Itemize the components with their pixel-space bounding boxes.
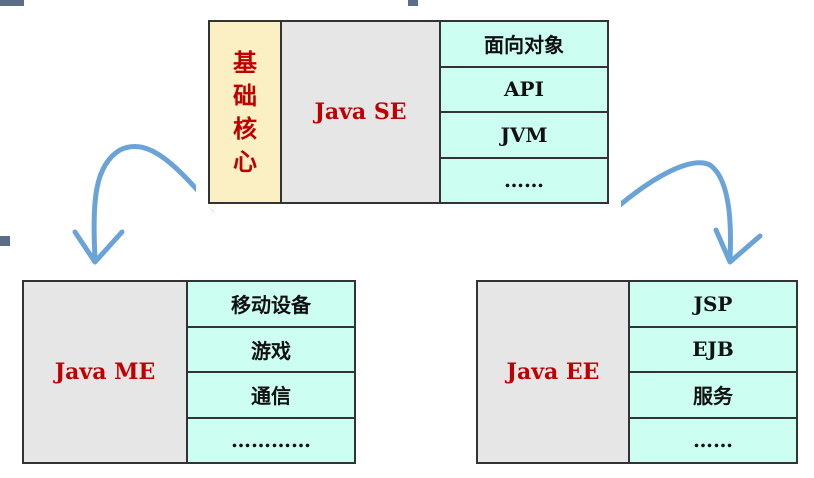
java-me-title: Java ME [54, 359, 156, 385]
java-se-title: Java SE [314, 99, 407, 125]
java-ee-card: Java EE JSP EJB 服务 …… [464, 268, 810, 476]
list-item: 游戏 [188, 328, 354, 374]
list-item: 通信 [188, 373, 354, 419]
arrow-se-to-ee [617, 160, 733, 261]
list-item: API [441, 68, 607, 114]
list-item: 面向对象 [441, 22, 607, 68]
arrow-se-to-me [91, 143, 218, 261]
java-se-card: 基 础 核 心 Java SE 面向对象 API JVM …… [196, 8, 621, 216]
java-ee-title: Java EE [506, 359, 600, 385]
list-item: 服务 [630, 373, 796, 419]
side-char: 础 [233, 81, 257, 110]
java-ee-panel: Java EE JSP EJB 服务 …… [476, 280, 798, 464]
java-se-panel: 基 础 核 心 Java SE 面向对象 API JVM …… [208, 20, 609, 204]
side-char: 心 [233, 147, 257, 176]
side-char: 基 [233, 48, 257, 77]
slide-edge-mark [408, 0, 418, 6]
slide-edge-mark [0, 236, 10, 246]
foundation-core-label: 基 础 核 心 [210, 22, 282, 202]
java-se-items: 面向对象 API JVM …… [439, 22, 607, 202]
list-item: …… [441, 159, 607, 203]
list-item: …… [630, 419, 796, 463]
java-me-card: Java ME 移动设备 游戏 通信 ………… [10, 268, 368, 476]
list-item: JVM [441, 113, 607, 159]
list-item: EJB [630, 328, 796, 374]
slide-edge-mark [0, 0, 24, 6]
java-ee-items: JSP EJB 服务 …… [628, 282, 796, 462]
side-char: 核 [233, 114, 257, 143]
list-item: JSP [630, 282, 796, 328]
list-item: ………… [188, 419, 354, 463]
java-me-items: 移动设备 游戏 通信 ………… [186, 282, 354, 462]
list-item: 移动设备 [188, 282, 354, 328]
java-me-panel: Java ME 移动设备 游戏 通信 ………… [22, 280, 356, 464]
arrowhead-ee [713, 227, 763, 265]
arrowhead-me [72, 229, 125, 265]
